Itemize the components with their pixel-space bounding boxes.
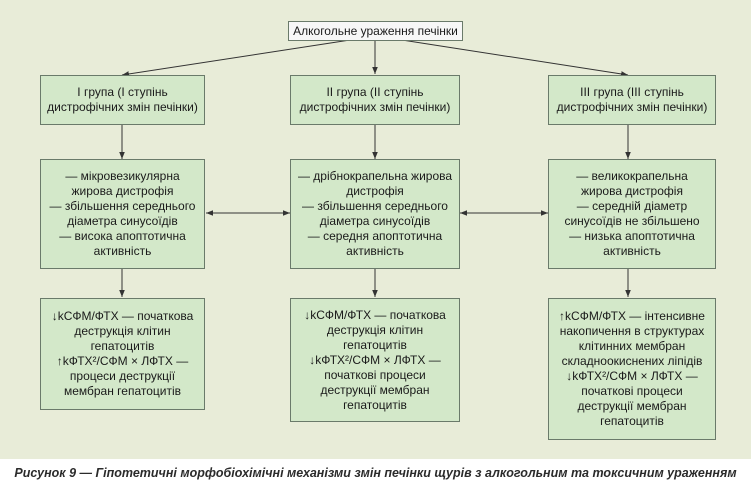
group-3-biochemistry-line: складноокиснених ліпідів (561, 354, 703, 368)
group-1-morphology-line: — висока апоптотична (59, 229, 186, 243)
group-2-biochemistry-line: ↓kСФМ/ФТХ — початкова (304, 307, 446, 322)
group-3-biochemistry-line: ↓kФТХ²/СФМ × ЛФТХ — (566, 369, 698, 383)
group-3-title-line: дистрофічних змін печінки) (556, 100, 708, 114)
root-box: Алкогольне ураження печінки (288, 21, 463, 41)
group-1-title-line: дистрофічних змін печінки) (47, 100, 198, 114)
group-3-morphology-line: синусоїдів не збільшено (564, 214, 700, 228)
group-1-morphology-box: — мікровезикулярна жирова дистрофія — зб… (40, 159, 205, 269)
group-3-morphology-line: — низька апоптотична (569, 229, 695, 243)
group-2-biochemistry-box: ↓kСФМ/ФТХ — початкова деструкція клітин … (290, 298, 460, 422)
group-1-biochemistry-line: деструкція клітин (74, 324, 171, 338)
group-3-morphology-line: активність (603, 244, 661, 258)
group-2-title-line: II група (II ступінь (326, 85, 424, 99)
arrow-root-to-group-1 (121, 39, 351, 77)
group-3-biochemistry-box: ↑kСФМ/ФТХ — інтенсивне накопичення в стр… (548, 298, 716, 440)
group-1-morphology-line: діаметра синусоїдів (67, 214, 178, 228)
group-2-morphology-line: — збільшення середнього (302, 199, 448, 213)
group-2-biochemistry-line: початкові процеси (324, 367, 426, 382)
group-1-biochemistry-line: гепатоцитів (90, 339, 155, 353)
group-1-morphology-line: — мікровезикулярна (65, 169, 180, 183)
group-1-biochemistry-box: ↓kСФМ/ФТХ — початкова деструкція клітин … (40, 298, 205, 410)
group-2-biochemistry-line: деструкції мембран (320, 382, 430, 397)
group-2-biochemistry-line: гепатоцитів (343, 397, 407, 412)
group-2-morphology-line: дистрофія (346, 184, 404, 198)
group-3-morphology-line: — середній діаметр (576, 199, 688, 213)
group-3-biochemistry-line: гепатоцитів (600, 414, 664, 428)
group-2-morphology-line: — середня апоптотична (307, 229, 443, 243)
group-1-biochemistry-line: мембран гепатоцитів (63, 384, 182, 398)
group-2-morphology-line: діаметра синусоїдів (319, 214, 431, 228)
group-2-morphology-box: — дрібнокрапельна жирова дистрофія — збі… (290, 159, 460, 269)
group-3-morphology-line: — великокрапельна (576, 169, 688, 183)
group-3-biochemistry-line: початкові процеси (581, 384, 683, 398)
group-1-morphology-line: жирова дистрофія (71, 184, 174, 198)
connector-arrows (119, 39, 631, 297)
group-2-biochemistry-line: гепатоцитів (343, 337, 407, 352)
group-3-title-line: III група (III ступінь (580, 85, 684, 99)
group-3-title-box: III група (III ступінь дистрофічних змін… (548, 75, 716, 125)
group-2-title-box: II група (II ступінь дистрофічних змін п… (290, 75, 460, 125)
diagram-panel: Алкогольне ураження печінки I група (I с… (0, 0, 751, 459)
group-2-biochemistry-line: ↓kФТХ²/СФМ × ЛФТХ — (309, 352, 441, 367)
group-3-biochemistry-line: ↑kСФМ/ФТХ — інтенсивне (559, 309, 705, 323)
group-1-morphology-line: активність (93, 244, 152, 258)
group-1-biochemistry-line: процеси деструкції (69, 369, 176, 383)
group-1-title-box: I група (I ступінь дистрофічних змін печ… (40, 75, 205, 125)
group-2-morphology-line: активність (346, 244, 404, 258)
root-label: Алкогольне ураження печінки (293, 23, 458, 38)
group-3-biochemistry-line: клітинних мембран (578, 339, 686, 353)
group-2-biochemistry-line: деструкція клітин (326, 322, 424, 337)
group-1-biochemistry-line: ↑kФТХ²/СФМ × ЛФТХ — (56, 354, 189, 368)
group-1-biochemistry-line: ↓kСФМ/ФТХ — початкова (51, 309, 194, 323)
group-3-biochemistry-line: накопичення в структурах (559, 324, 705, 338)
group-1-title-line: I група (I ступінь (77, 85, 168, 99)
group-3-morphology-box: — великокрапельна жирова дистрофія — сер… (548, 159, 716, 269)
group-2-title-line: дистрофічних змін печінки) (299, 100, 451, 114)
group-3-morphology-line: жирова дистрофія (581, 184, 683, 198)
group-1-morphology-line: — збільшення середнього (49, 199, 196, 213)
group-3-biochemistry-line: деструкції мембран (577, 399, 687, 413)
group-2-morphology-line: — дрібнокрапельна жирова (297, 169, 453, 183)
figure-caption: Рисунок 9 — Гіпотетичні морфобіохімічні … (14, 466, 737, 480)
arrow-root-to-group-3 (401, 39, 629, 77)
